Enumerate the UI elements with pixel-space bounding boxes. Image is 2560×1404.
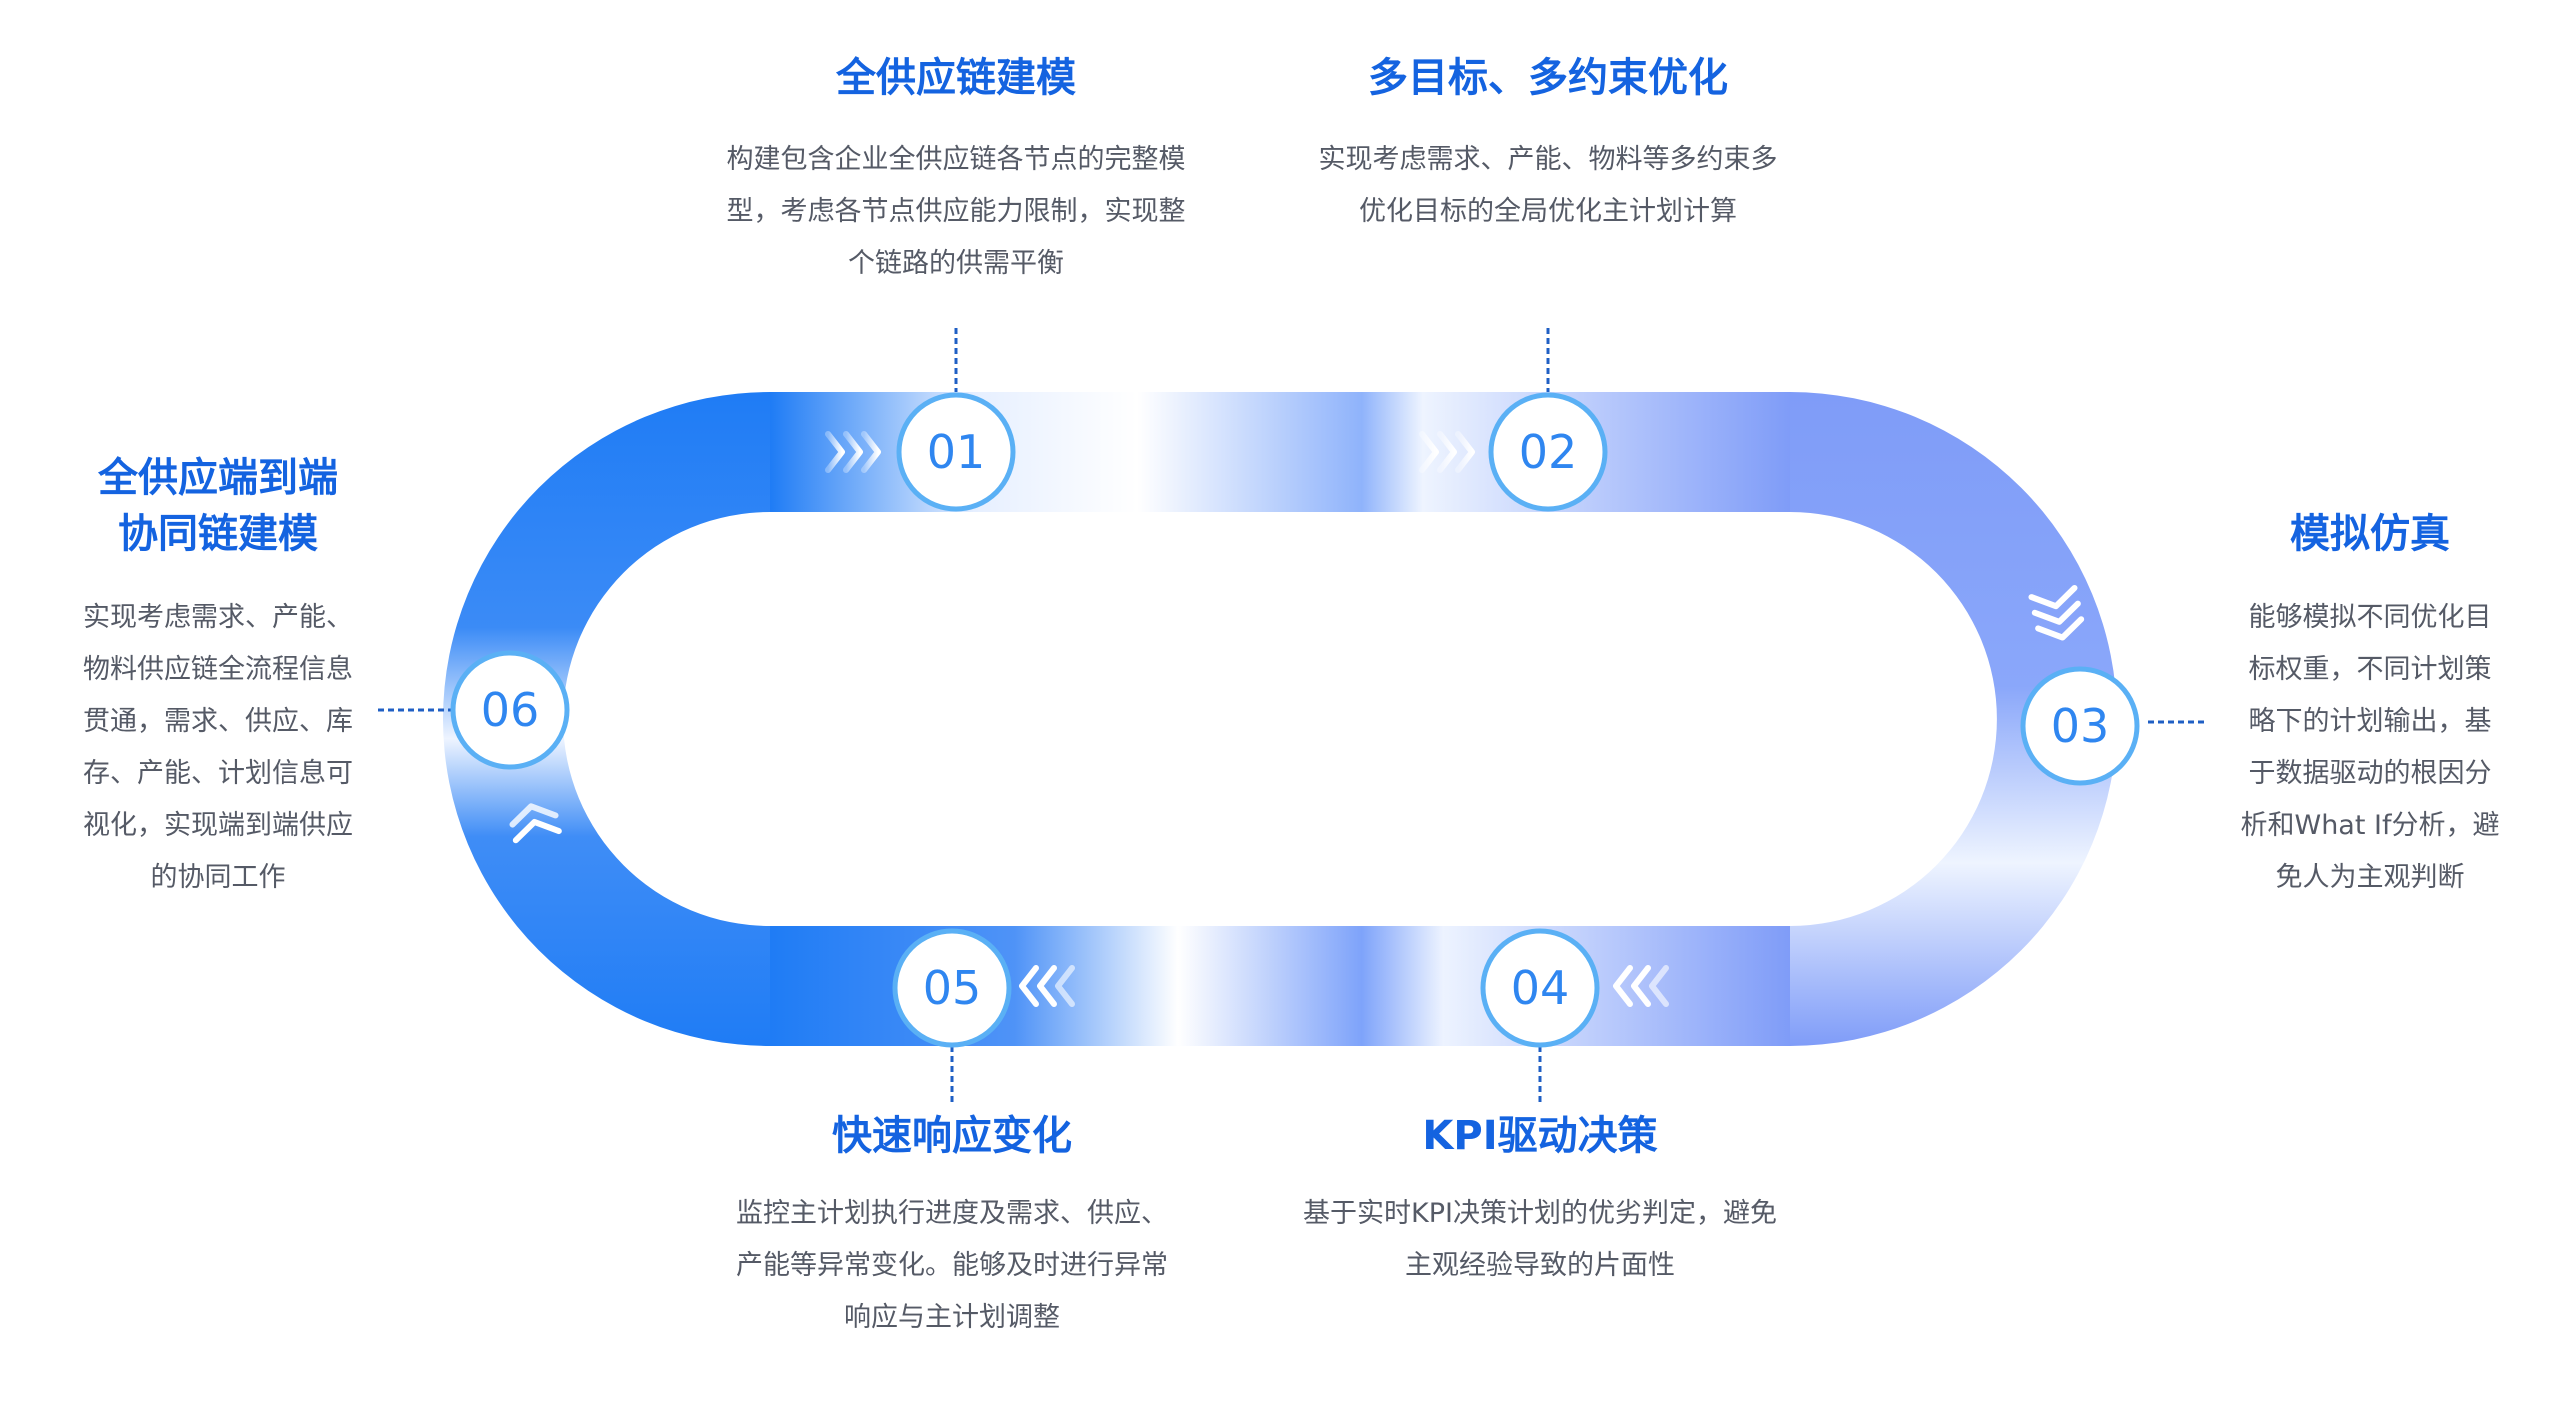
step-04-title: KPI驱动决策 [1290,1108,1790,1164]
desc-line: 贯通，需求、供应、库 [83,706,353,737]
desc-line: 的协同工作 [150,862,286,893]
desc-line: 能够模拟不同优化目 [2248,602,2492,633]
step-01-title: 全供应链建模 [706,50,1206,106]
node-number: 04 [1511,961,1570,1015]
node-06: 06 [450,650,570,770]
title-line: 全供应端到端 [98,455,338,501]
desc-line: 基于实时KPI决策计划的优劣判定，避免 [1303,1198,1777,1229]
desc-line: 响应与主计划调整 [844,1302,1060,1333]
desc-line: 个链路的供需平衡 [848,248,1064,279]
title-line: 全供应链建模 [836,55,1076,101]
node-01: 01 [896,392,1016,512]
title-line: 协同链建模 [118,511,318,557]
node-03: 03 [2020,666,2140,786]
title-line: KPI驱动决策 [1422,1113,1658,1159]
ring-band [443,392,2117,1046]
desc-line: 实现考虑需求、产能、 [83,602,353,633]
desc-line: 物料供应链全流程信息 [83,654,353,685]
step-03-title: 模拟仿真 [2220,506,2520,562]
desc-line: 免人为主观判断 [2275,862,2465,893]
ring-left-arc [443,392,770,1046]
desc-line: 实现考虑需求、产能、物料等多约束多 [1318,144,1778,175]
ring-right-arc [1790,392,2117,1046]
node-number: 05 [923,961,982,1015]
desc-line: 标权重，不同计划策 [2248,654,2492,685]
chevron-right-icon [1419,431,1475,473]
step-01-description: 构建包含企业全供应链各节点的完整模 型，考虑各节点供应能力限制，实现整 个链路的… [676,134,1236,290]
desc-line: 于数据驱动的根因分 [2248,758,2492,789]
title-line: 多目标、多约束优化 [1368,55,1728,101]
node-number: 02 [1519,425,1578,479]
chevron-left-icon [1613,965,1669,1007]
node-04: 04 [1480,928,1600,1048]
desc-line: 略下的计划输出，基 [2248,706,2492,737]
step-06-description: 实现考虑需求、产能、 物料供应链全流程信息 贯通，需求、供应、库 存、产能、计划… [50,592,386,904]
desc-line: 视化，实现端到端供应 [83,810,353,841]
desc-line: 存、产能、计划信息可 [83,758,353,789]
chevron-left-icon [1019,965,1075,1007]
desc-line: 产能等异常变化。能够及时进行异常 [736,1250,1168,1281]
desc-line: 型，考虑各节点供应能力限制，实现整 [726,196,1186,227]
node-number: 01 [927,425,986,479]
desc-line: 析和What If分析，避 [2240,810,2500,841]
node-02: 02 [1488,392,1608,512]
title-line: 快速响应变化 [832,1113,1072,1159]
step-02-title: 多目标、多约束优化 [1268,50,1828,106]
chevron-up-icon [509,803,562,844]
step-03-description: 能够模拟不同优化目 标权重，不同计划策 略下的计划输出，基 于数据驱动的根因分 … [2204,592,2536,904]
node-05: 05 [892,928,1012,1048]
chevron-right-icon [825,431,881,473]
step-05-description: 监控主计划执行进度及需求、供应、 产能等异常变化。能够及时进行异常 响应与主计划… [672,1188,1232,1344]
chevron-down-icon [2028,584,2085,641]
desc-line: 主观经验导致的片面性 [1405,1250,1675,1281]
node-number: 03 [2051,699,2110,753]
step-06-title: 全供应端到端 协同链建模 [58,450,378,562]
step-05-title: 快速响应变化 [702,1108,1202,1164]
title-line: 模拟仿真 [2290,511,2450,557]
step-02-description: 实现考虑需求、产能、物料等多约束多 优化目标的全局优化主计划计算 [1256,134,1840,238]
node-number: 06 [481,683,540,737]
step-04-description: 基于实时KPI决策计划的优劣判定，避免 主观经验导致的片面性 [1236,1188,1844,1292]
desc-line: 优化目标的全局优化主计划计算 [1359,196,1737,227]
desc-line: 监控主计划执行进度及需求、供应、 [736,1198,1168,1229]
desc-line: 构建包含企业全供应链各节点的完整模 [726,144,1186,175]
